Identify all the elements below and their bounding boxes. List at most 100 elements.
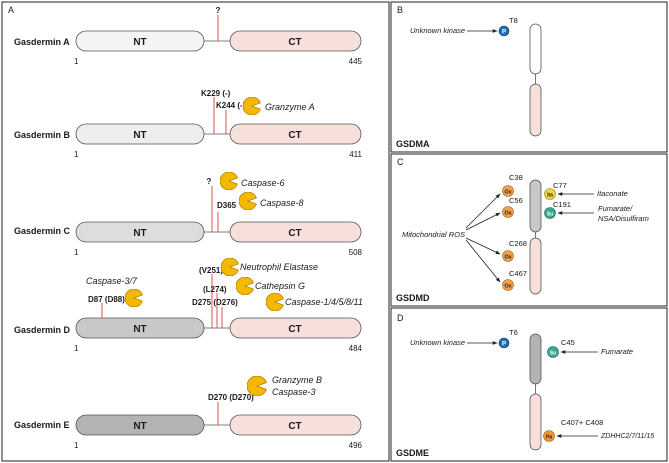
panel-d-title: GSDME bbox=[396, 448, 429, 458]
panel-c-c268: C268 bbox=[509, 239, 527, 248]
panel-d-site-t6: T6 bbox=[509, 328, 518, 337]
panel-c-label: C bbox=[397, 157, 404, 167]
gsdmd-protease-3: Caspase-1/4/5/8/11 bbox=[285, 297, 363, 307]
panel-d-mod-su: Su bbox=[550, 351, 556, 357]
succination-icon-d bbox=[547, 346, 559, 358]
gsdmd-nt-label: NT bbox=[133, 324, 146, 335]
panel-b-kinase: Unknown kinase bbox=[410, 26, 465, 35]
panel-b-site: T8 bbox=[509, 16, 518, 25]
panel-c-c56: C56 bbox=[509, 196, 523, 205]
gsdmd-site-3: D275 (D276) bbox=[192, 298, 238, 307]
caspase-3-7-icon bbox=[125, 289, 143, 307]
gsdmc-end: 508 bbox=[349, 248, 363, 257]
gsdmd-ct-label: CT bbox=[288, 324, 301, 335]
gsdmb-site-2: K244 (-) bbox=[216, 101, 246, 110]
panel-d-fumarate: Fumarate bbox=[601, 347, 633, 356]
ita-label: Ita bbox=[547, 193, 553, 199]
gsdme-protease-2: Caspase-3 bbox=[272, 387, 316, 397]
panel-c-ct-domain bbox=[529, 237, 542, 295]
gsdmb-row: Gasdermin B NT CT K229 (-) K244 (-) Gran… bbox=[14, 89, 363, 159]
panel-d-site-c45: C45 bbox=[561, 338, 575, 347]
panel-d-nt-domain bbox=[529, 333, 542, 385]
phosphorylation-icon bbox=[498, 25, 510, 37]
panel-b-mod: P bbox=[502, 30, 506, 36]
gsdmb-nt-label: NT bbox=[133, 130, 146, 141]
ros-arrow-c56 bbox=[465, 212, 501, 231]
panel-a-label: A bbox=[8, 5, 14, 15]
caspase-1-icon bbox=[266, 293, 284, 311]
panel-c-c467: C467 bbox=[509, 269, 527, 278]
gsdma-site: ? bbox=[216, 6, 221, 15]
gsdme-site: D270 (D270) bbox=[208, 393, 254, 402]
panel-a-border bbox=[1, 1, 390, 462]
panel-c-fumarate-line2: NSA/Disulfiram bbox=[598, 214, 649, 223]
ros-arrow-c38 bbox=[465, 193, 501, 229]
gsdma-name: Gasdermin A bbox=[14, 37, 70, 47]
gsdme-name: Gasdermin E bbox=[14, 420, 70, 430]
su-label-c: Su bbox=[547, 212, 553, 218]
panel-c-title: GSDMD bbox=[396, 293, 430, 303]
panel-b-label: B bbox=[397, 5, 403, 15]
ox-label-c268: Ox bbox=[504, 255, 512, 261]
gsdmc-name: Gasdermin C bbox=[14, 226, 71, 236]
panel-d: D Unknown kinase T6 P C45 Su Fumarate C4… bbox=[390, 307, 668, 462]
panel-c-nt-domain bbox=[529, 179, 542, 233]
gsdmb-site-1: K229 (-) bbox=[201, 89, 231, 98]
gsdma-start: 1 bbox=[74, 57, 79, 66]
gsdmb-ct-label: CT bbox=[288, 130, 301, 141]
panel-b: B Unknown kinase T8 P GSDMA bbox=[390, 1, 668, 153]
gsdmd-site-1: (V251) bbox=[199, 266, 223, 275]
panel-d-mod-p: P bbox=[502, 342, 506, 348]
panel-b-title: GSDMA bbox=[396, 139, 430, 149]
granzyme-a-icon bbox=[243, 97, 261, 115]
gsdme-protease-1: Granzyme B bbox=[272, 375, 322, 385]
panel-c-itaconate: Itaconate bbox=[597, 189, 628, 198]
gsdmb-start: 1 bbox=[74, 150, 79, 159]
gsdmc-protease-1: Caspase-6 bbox=[241, 178, 285, 188]
succination-icon bbox=[544, 207, 556, 219]
gsdmd-protease-1: Neutrophil Elastase bbox=[240, 262, 318, 272]
gsdme-ct-domain bbox=[229, 414, 362, 436]
caspase-6-icon bbox=[220, 172, 238, 190]
gsdmc-start: 1 bbox=[74, 248, 79, 257]
gsdma-nt-label: NT bbox=[133, 37, 146, 48]
panel-c-border bbox=[390, 153, 668, 307]
oxidation-icon-c467 bbox=[502, 279, 514, 291]
ros-arrow-c467 bbox=[465, 239, 501, 283]
phosphorylation-icon-d bbox=[498, 337, 510, 349]
gsdmd-start: 1 bbox=[74, 344, 79, 353]
neutrophil-elastase-icon bbox=[221, 258, 239, 276]
panel-a: A Gasdermin A NT CT ? 1 445 Gasdermin B … bbox=[1, 1, 390, 462]
panel-b-ct-domain bbox=[529, 83, 542, 137]
gsdmb-protease: Granzyme A bbox=[265, 102, 315, 112]
gsdmb-end: 411 bbox=[349, 150, 362, 159]
panel-b-nt-domain bbox=[529, 23, 542, 75]
gsdme-nt-label: NT bbox=[133, 421, 146, 432]
gsdma-ct-domain bbox=[229, 30, 362, 52]
gsdmb-name: Gasdermin B bbox=[14, 130, 71, 140]
gsdmc-row: Gasdermin C NT CT ? D365 Caspase-6 Caspa… bbox=[14, 172, 363, 257]
gsdmd-nt-protease: Caspase-3/7 bbox=[86, 276, 138, 286]
ox-label-c56: Ox bbox=[504, 211, 512, 217]
panel-d-ct-domain bbox=[529, 393, 542, 451]
panel-c-c191: C191 bbox=[553, 200, 571, 209]
gsdmd-row: Gasdermin D NT CT Caspase-3/7 D87 (D88) … bbox=[14, 258, 363, 353]
panel-d-kinase: Unknown kinase bbox=[410, 338, 465, 347]
gsdma-end: 445 bbox=[349, 57, 363, 66]
panel-d-enzymes: ZDHHC2/7/11/15 bbox=[600, 433, 654, 440]
panel-c-c77: C77 bbox=[553, 181, 567, 190]
gsdmc-ct-domain bbox=[229, 221, 362, 243]
gsdmd-name: Gasdermin D bbox=[14, 325, 71, 335]
gsdmc-nt-label: NT bbox=[133, 228, 146, 239]
panel-c-fumarate-line1: Fumarate/ bbox=[598, 204, 633, 213]
gsdmc-site-1: ? bbox=[207, 177, 212, 186]
oxidation-icon-c38 bbox=[502, 185, 514, 197]
panel-d-mod-pa: Pa bbox=[546, 435, 552, 441]
cathepsin-g-icon bbox=[236, 277, 254, 295]
gsdmd-ct-domain bbox=[229, 317, 362, 339]
gsdme-row: Gasdermin E NT CT D270 (D270) Granzyme B… bbox=[14, 375, 363, 450]
ros-arrow-c268 bbox=[465, 237, 501, 255]
panel-c-ros: Mitochondrial ROS bbox=[402, 230, 465, 239]
itaconation-icon bbox=[544, 188, 556, 200]
